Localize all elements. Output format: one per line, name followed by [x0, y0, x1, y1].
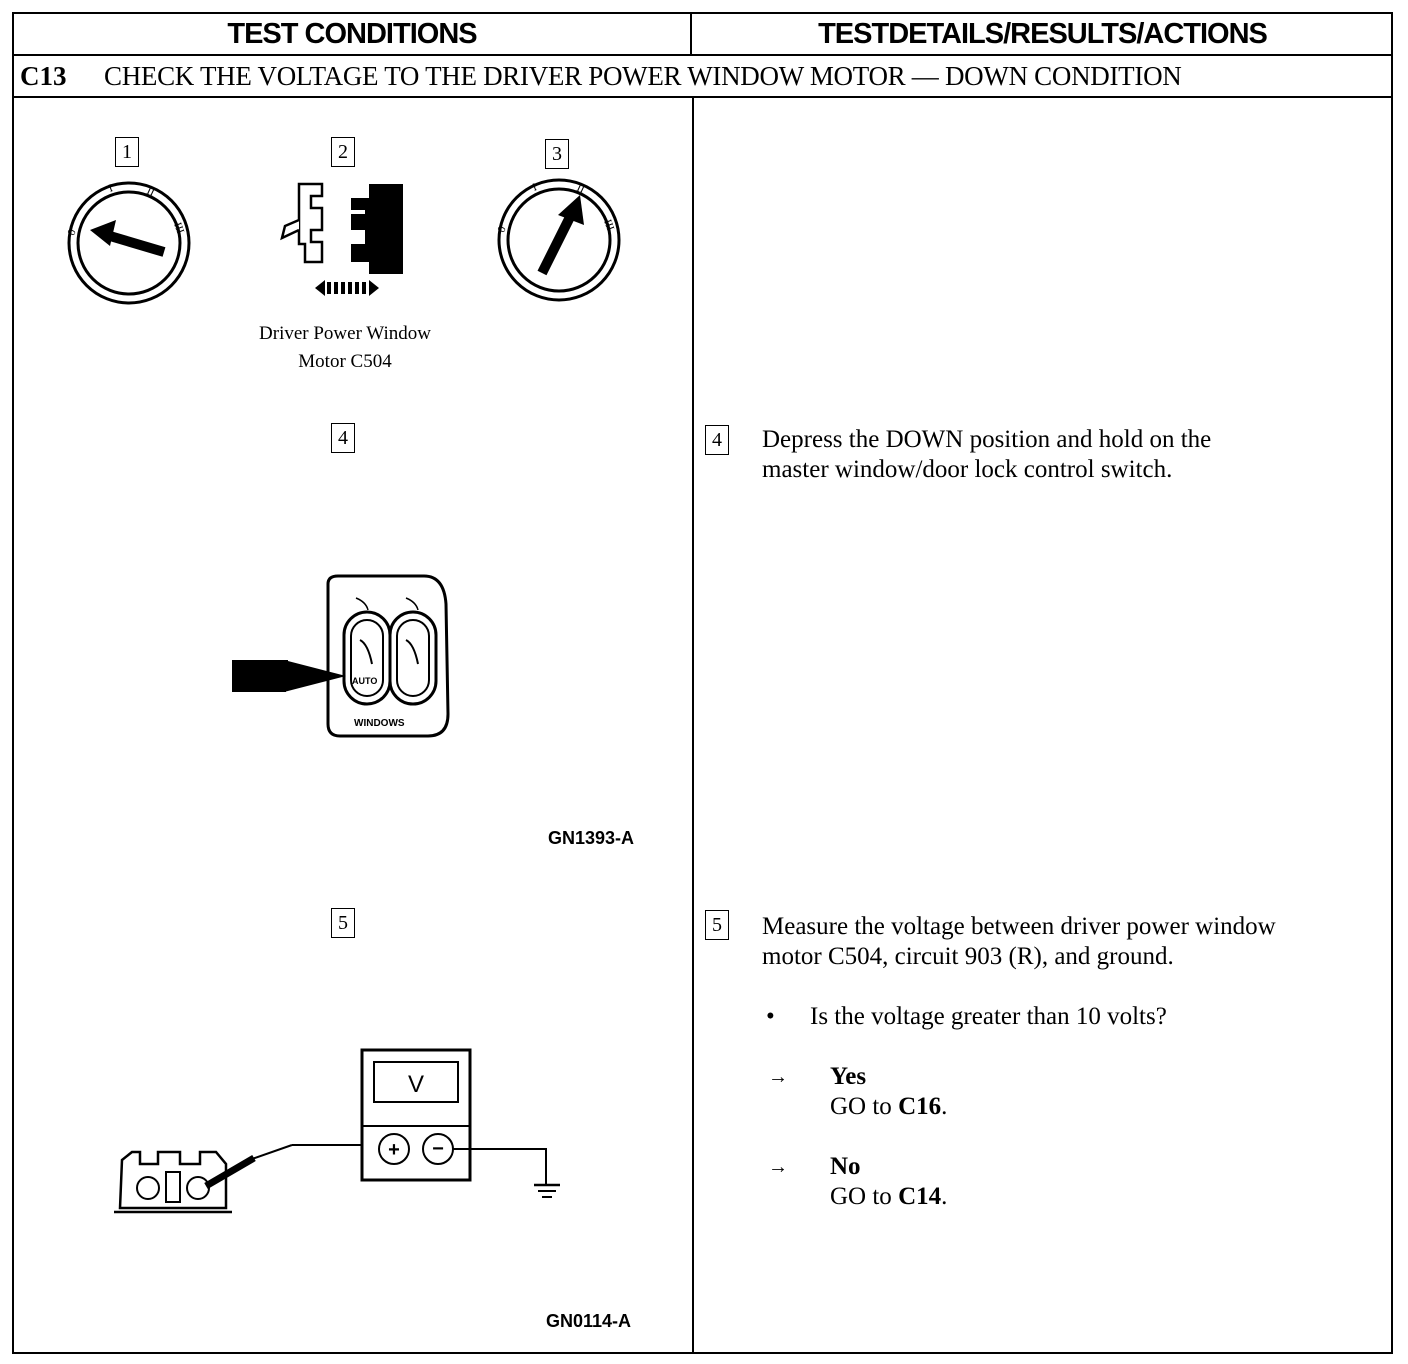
meter-display-v: V [408, 1071, 424, 1098]
yes-label: Yes [830, 1063, 867, 1090]
yes-arrow-icon: → [768, 1066, 788, 1088]
yes-branch: Yes GO to C16. [830, 1062, 947, 1122]
no-branch: No GO to C14. [830, 1152, 947, 1212]
detail-step-box-5: 5 [705, 910, 729, 940]
bullet-mark: • [766, 1003, 775, 1030]
step4-line2: master window/door lock control switch. [762, 456, 1173, 483]
ignition-run-icon: 0 I II III [496, 178, 621, 302]
step4-instruction: Depress the DOWN position and hold on th… [762, 425, 1211, 485]
no-action-suffix: . [941, 1183, 948, 1210]
meter-plus-terminal: + [388, 1139, 400, 1161]
test-procedure-table: TEST CONDITIONS TESTDETAILS/RESULTS/ACTI… [12, 12, 1393, 1354]
step-box-5: 5 [331, 908, 355, 938]
step5-line2: motor C504, circuit 903 (R), and ground. [762, 943, 1174, 970]
ignition-off-icon: 0 I II III [66, 181, 191, 305]
detail-step-box-4: 4 [705, 425, 729, 455]
step-box-1: 1 [115, 137, 139, 167]
voltmeter-test-diagram: V + − [114, 1048, 560, 1214]
step-box-4: 4 [331, 423, 355, 453]
figure-id-2: GN0114-A [546, 1311, 632, 1331]
figure-id-1: GN1393-A [548, 828, 635, 848]
no-action-target: C14 [898, 1183, 942, 1210]
connector-caption-line2: Motor C504 [298, 351, 392, 372]
no-label: No [830, 1153, 861, 1180]
step5-instruction: Measure the voltage between driver power… [762, 912, 1276, 972]
test-step-title: CHECK THE VOLTAGE TO THE DRIVER POWER WI… [104, 60, 1182, 91]
voltage-question: Is the voltage greater than 10 volts? [810, 1003, 1167, 1030]
connector-c504-icon [280, 182, 403, 296]
svg-text:I: I [107, 182, 115, 195]
switch-auto-label: AUTO [352, 676, 377, 686]
step-box-3: 3 [545, 139, 569, 169]
test-title-row: C13 CHECK THE VOLTAGE TO THE DRIVER POWE… [14, 56, 1391, 98]
window-switch-icon: AUTO WINDOWS [232, 574, 450, 738]
yes-action-suffix: . [941, 1093, 948, 1120]
header-test-conditions: TEST CONDITIONS [14, 14, 692, 54]
yes-action: GO to C16. [830, 1092, 947, 1122]
no-action: GO to C14. [830, 1182, 947, 1212]
yes-action-target: C16 [898, 1093, 942, 1120]
column-divider [692, 98, 694, 1354]
svg-text:I: I [531, 181, 539, 194]
test-step-code: C13 [20, 60, 67, 91]
no-arrow-icon: → [768, 1156, 788, 1178]
table-header-row: TEST CONDITIONS TESTDETAILS/RESULTS/ACTI… [14, 14, 1391, 56]
svg-text:III: III [171, 221, 186, 236]
switch-windows-label: WINDOWS [354, 718, 405, 729]
connector-caption: Driver Power Window Motor C504 [210, 320, 480, 376]
svg-text:0: 0 [496, 224, 509, 234]
step4-line1: Depress the DOWN position and hold on th… [762, 426, 1212, 453]
svg-text:III: III [601, 218, 616, 233]
no-action-prefix: GO to [830, 1183, 899, 1210]
step-box-2: 2 [331, 137, 355, 167]
header-test-details: TESTDETAILS/RESULTS/ACTIONS [818, 17, 1268, 50]
step5-line1: Measure the voltage between driver power… [762, 913, 1276, 940]
svg-text:0: 0 [66, 227, 79, 237]
connector-caption-line1: Driver Power Window [259, 323, 431, 344]
yes-action-prefix: GO to [830, 1093, 899, 1120]
meter-minus-terminal: − [432, 1138, 444, 1160]
